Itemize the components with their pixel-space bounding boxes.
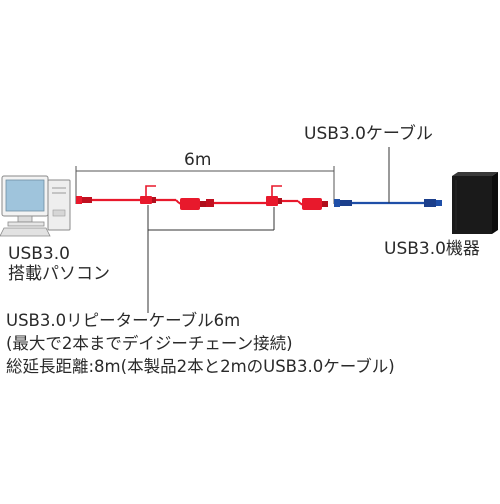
pc-label-line2: 搭載パソコン: [8, 264, 110, 284]
length-label: 6m: [184, 150, 212, 170]
description-line2: (最大で2本までデイジーチェーン接続): [6, 334, 293, 353]
usb-cable: [334, 147, 442, 207]
length-dimension-line: [75, 166, 335, 204]
repeater-cable-1: [76, 185, 206, 210]
pc-label-line1: USB3.0: [8, 244, 70, 264]
desktop-pc-icon: [0, 175, 71, 237]
device-label: USB3.0機器: [384, 239, 480, 259]
description-line1: USB3.0リピーターケーブル6m: [6, 311, 241, 330]
description-line3: 総延長距離:8m(本製品2本と2mのUSB3.0ケーブル): [6, 357, 395, 376]
usb-device-icon: [452, 172, 498, 234]
usb-cable-label: USB3.0ケーブル: [304, 124, 433, 144]
repeater-cable-2: [206, 185, 328, 210]
leader-lines: [147, 205, 275, 313]
